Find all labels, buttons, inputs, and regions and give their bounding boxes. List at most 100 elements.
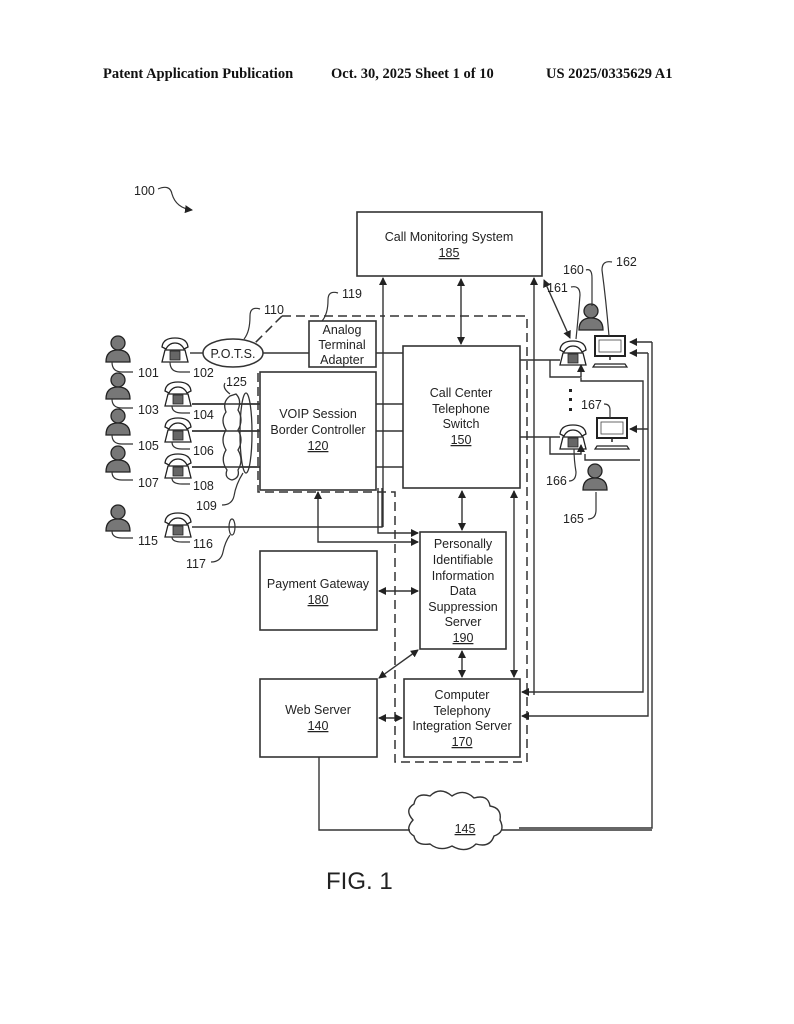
caller-telephone-icon [164,453,192,479]
ref-workstation-162: 162 [616,255,637,269]
leader-115 [111,530,133,539]
call-monitoring-system-box [356,211,543,277]
caller-telephone-icon [161,337,189,363]
web-server-label: Web Server [285,703,351,717]
ref-phone-166: 166 [546,474,567,488]
call-center-telephone-switch-box [402,345,521,489]
lines-sbc-switch [376,403,403,468]
leader-117 [210,534,231,563]
pii-label-line-5: Suppression [428,600,498,614]
arrow-monitoring-agent-phone [543,279,571,339]
ref-agent-160: 160 [563,263,584,277]
arrow-switch-pii [377,488,419,537]
web-server-box [259,678,378,758]
payment-gateway-ref: 180 [308,593,329,607]
leader-119 [321,291,339,322]
ref-caller-107: 107 [138,476,159,490]
pii-ref: 190 [453,631,474,645]
dashed-boundary-enclosure [257,315,528,763]
ref-phone-161: 161 [547,281,568,295]
caller-person-icon [105,408,131,436]
line-workstations-cti [521,353,649,720]
ref-phone-108: 108 [193,479,214,493]
voip-sbc-label-line-2: Border Controller [270,423,365,437]
pii-label-line-3: Information [432,569,495,583]
ref-phone-106: 106 [193,444,214,458]
agent-workstation-icon [592,335,628,368]
agent-workstation-icon [594,417,630,450]
leader-101 [111,361,133,373]
arrow-web-pii [378,649,419,679]
switch-label-line-2: Telephone [432,402,490,416]
line-phone116-switch [192,488,383,528]
ref-100: 100 [134,184,155,198]
call-monitoring-system-ref: 185 [439,246,460,260]
leader-110 [243,307,261,340]
leader-125 [223,382,231,395]
network-cloud-145 [408,790,503,851]
ref-117: 117 [186,557,206,571]
switch-label-line-3: Switch [443,417,480,431]
leader-161 [570,286,581,340]
pii-data-suppression-server-box [419,531,507,650]
trunk-bundle-ellipse [239,392,253,474]
leader-107 [111,471,133,481]
leader-100 [157,186,193,214]
agent-telephone-icon [559,340,587,366]
ref-agent-165: 165 [563,512,584,526]
voip-sbc-label-line-1: VOIP Session [279,407,357,421]
switch-label-line-1: Call Center [430,386,493,400]
caller-telephone-icon [164,417,192,443]
arrow-sbc-pii [314,491,419,546]
caller-person-icon [105,504,131,532]
ref-phone-116: 116 [193,537,213,551]
line-web-network [318,757,410,831]
voip-sbc-ref: 120 [308,439,329,453]
leader-109 [221,472,244,506]
leader-165 [587,492,597,520]
ellipsis-dot [569,398,572,401]
cti-ref: 170 [452,735,473,749]
ref-119: 119 [342,287,362,301]
switch-ref: 150 [451,433,472,447]
payment-gateway-box [259,550,378,631]
ata-label-line-3: Adapter [320,353,364,367]
leader-162 [601,261,613,337]
call-monitoring-system-label: Call Monitoring System [385,230,514,244]
agent-phone-1-loop [549,360,585,378]
ref-145: 145 [455,822,476,836]
cti-label-line-3: Integration Server [412,719,511,733]
agent-phone-2-loop [549,437,585,455]
ref-phone-104: 104 [193,408,214,422]
ref-caller-115: 115 [138,534,158,548]
leader-106 [171,441,190,450]
pii-label-line-4: Data [450,584,476,598]
caller-telephone-icon [164,512,192,538]
ellipsis-dot [569,408,572,411]
caller-telephone-icon [164,381,192,407]
header-patent-number: US 2025/0335629 A1 [546,66,673,82]
line-workstation-network [519,342,653,829]
agent-person-icon [582,463,608,491]
line-agent1-cti [521,378,644,696]
analog-terminal-adapter-box [308,320,377,368]
pots-label: P.O.T.S. [211,347,256,361]
cti-label-line-2: Telephony [434,704,492,718]
web-server-ref: 140 [308,719,329,733]
pii-label-line-6: Server [445,615,482,629]
leader-160 [585,269,593,306]
leader-108 [171,477,190,485]
dashed-boundary-diagonal [235,315,283,363]
cti-label-line-1: Computer [435,688,490,702]
agent-person-icon [578,303,604,331]
leader-105 [111,434,133,445]
agent-phone-2-feed [584,454,640,461]
ref-caller-101: 101 [138,366,159,380]
figure-caption: FIG. 1 [326,868,393,895]
ref-phone-102: 102 [193,366,214,380]
pii-label-line-2: Identifiable [433,553,494,567]
ref-109: 109 [196,499,217,513]
ref-caller-103: 103 [138,403,159,417]
leader-166 [568,448,577,482]
